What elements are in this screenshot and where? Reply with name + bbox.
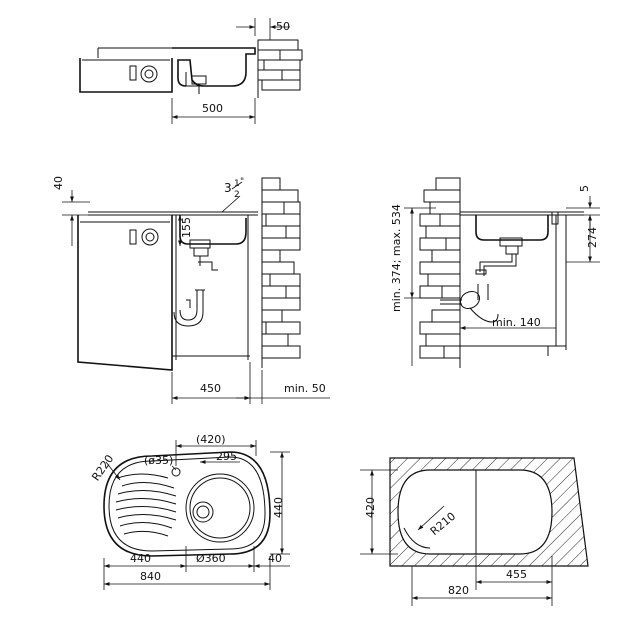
plan-view: R220 (ø35) (420) 295 440 440 Ø360 40 840 xyxy=(89,433,290,590)
dim-side-450: 450 xyxy=(200,382,221,395)
dim-side-rim: 40 xyxy=(52,176,65,190)
dim-plan-hole: (ø35) xyxy=(144,454,173,467)
dim-front-274: 274 xyxy=(586,227,599,248)
dim-cutout-455: 455 xyxy=(506,568,527,581)
drain-icon xyxy=(192,501,214,523)
side-section-view: 3 1 2 " 155 40 xyxy=(52,176,330,404)
countertop-hatch xyxy=(389,457,589,567)
dim-outlet-frac-bottom: 2 xyxy=(234,190,240,200)
front-section-view: 5 274 min. 374; max. 534 min. 140 xyxy=(390,177,600,368)
dim-plan-r220: R220 xyxy=(89,452,116,483)
drainer-ribs xyxy=(115,473,177,537)
dim-outlet-frac-top: 1 xyxy=(234,179,240,189)
side-knob-icon xyxy=(141,228,159,246)
front-brick-wall xyxy=(419,177,461,368)
cutout-view: R210 420 455 820 xyxy=(360,457,589,606)
dim-plan-840: 840 xyxy=(140,570,161,583)
svg-text:": " xyxy=(240,177,244,187)
side-drain-lever-icon xyxy=(129,229,137,245)
dim-side-min50: min. 50 xyxy=(284,382,326,395)
dim-plan-bowl: Ø360 xyxy=(196,552,226,565)
dim-cutout-420: 420 xyxy=(364,497,377,518)
dim-plan-420: (420) xyxy=(196,433,226,446)
top-section-view: 50 500 xyxy=(79,18,303,124)
top-brick-wall xyxy=(257,39,303,98)
bowl-outline xyxy=(185,473,255,543)
tap-hole-icon xyxy=(171,467,181,477)
dim-top-wall-gap: 50 xyxy=(276,20,290,33)
dim-front-5: 5 xyxy=(578,185,591,192)
side-brick-wall xyxy=(261,177,301,368)
dim-plan-295: 295 xyxy=(216,450,237,463)
dim-plan-40: 40 xyxy=(268,552,282,565)
drain-lever-icon xyxy=(129,65,137,81)
dim-cutout-820: 820 xyxy=(448,584,469,597)
dim-side-155: 155 xyxy=(180,217,193,238)
dim-plan-440-right: 440 xyxy=(272,497,285,518)
knob-icon xyxy=(140,65,158,83)
dim-front-vertical: min. 374; max. 534 xyxy=(390,204,403,312)
dim-outlet-size: 3 xyxy=(224,181,232,195)
dim-plan-440-bottom: 440 xyxy=(130,552,151,565)
dim-cutout-r210: R210 xyxy=(428,510,458,538)
dim-front-min140: min. 140 xyxy=(492,316,541,329)
dim-top-width: 500 xyxy=(202,102,223,115)
